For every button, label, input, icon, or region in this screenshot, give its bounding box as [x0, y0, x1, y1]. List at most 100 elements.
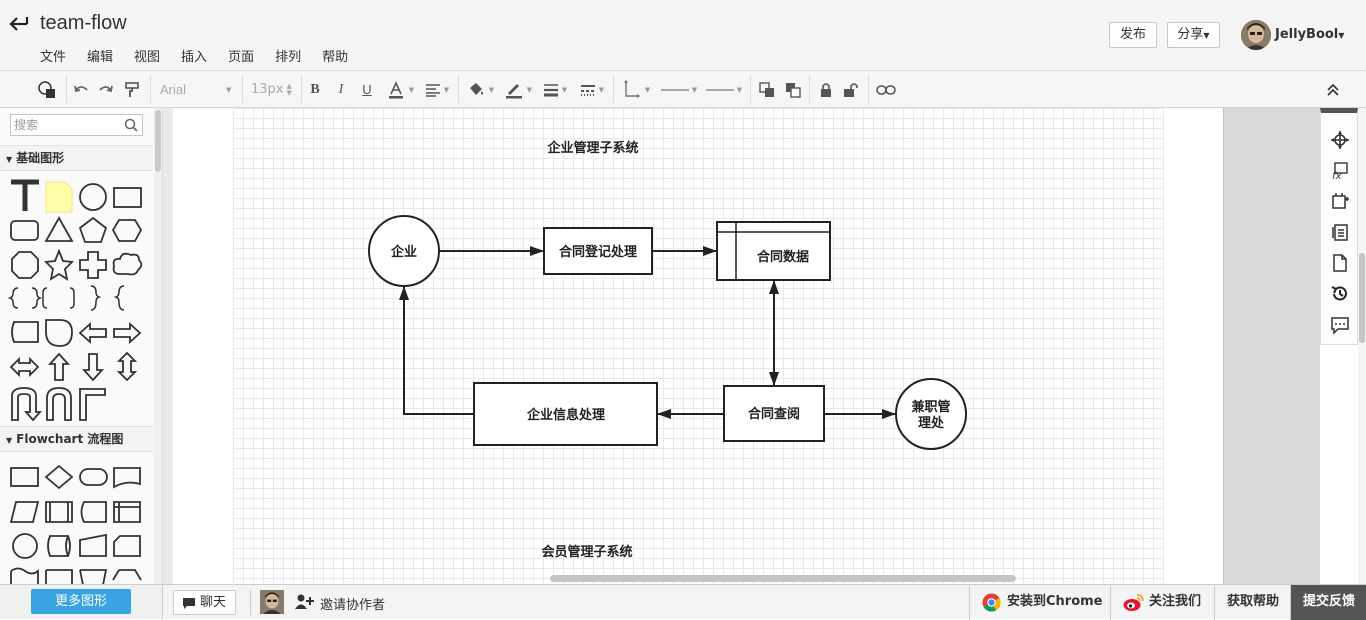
shape-style-icon[interactable] [34, 71, 60, 108]
section-label: 基础图形 [16, 151, 65, 165]
diagram-title-top[interactable]: 企业管理子系统 [546, 140, 638, 156]
follow-us-button[interactable]: 关注我们 [1110, 585, 1214, 620]
node-contract-query[interactable]: 合同查阅 [723, 385, 825, 442]
line-color-icon[interactable]: ▼ [501, 71, 535, 108]
undo-icon[interactable] [70, 71, 92, 108]
bring-front-icon[interactable] [756, 71, 778, 108]
chat-button[interactable]: 聊天 [173, 590, 236, 615]
menu-edit[interactable]: 编辑 [87, 50, 114, 65]
sidebar-scrollbar[interactable] [154, 108, 162, 584]
right-scrollbar[interactable] [1358, 108, 1366, 584]
collapse-toolbar-icon[interactable] [1322, 71, 1344, 108]
publish-button[interactable]: 发布 [1109, 22, 1157, 48]
menu-bar: 文件 编辑 视图 插入 页面 排列 帮助 [40, 46, 369, 65]
line-end-icon[interactable]: ▼ [705, 85, 743, 94]
font-family-select[interactable]: Arial▼ [156, 71, 238, 108]
document-title[interactable]: team-flow [40, 12, 127, 34]
node-enterprise[interactable]: 企业 [368, 215, 440, 287]
footer-divider [250, 590, 251, 615]
font-size-stepper[interactable]: 13px▲▼ [248, 71, 298, 108]
chevron-down-icon: ▼ [226, 85, 232, 94]
menu-help[interactable]: 帮助 [322, 50, 349, 65]
canvas-area[interactable]: 企业管理子系统 会员管理子系统 企业 合同登记处理 合同数据 企业信息处理 合同… [163, 108, 1320, 584]
line-dash-icon[interactable]: ▼ [580, 84, 605, 96]
page-layout-icon[interactable] [1330, 191, 1350, 211]
canvas-grid[interactable] [233, 108, 1164, 584]
paper-tape-icon [10, 567, 39, 584]
submit-feedback-button[interactable]: 提交反馈 [1290, 585, 1366, 620]
share-button[interactable]: 分享▼ [1167, 22, 1220, 48]
search-icon[interactable] [124, 118, 138, 132]
chrome-label: 安装到Chrome [1007, 594, 1103, 609]
node-contract-register-label: 合同登记处理 [559, 244, 637, 260]
note-shape-icon [45, 181, 73, 213]
corner-shape-icon [79, 388, 106, 421]
footer-bar: 聊天 邀请协作者 安装到Chrome [163, 584, 1366, 620]
line-start-icon[interactable]: ▼ [660, 85, 698, 94]
user-name: JellyBool [1275, 27, 1339, 42]
menu-insert[interactable]: 插入 [181, 50, 208, 65]
menu-file[interactable]: 文件 [40, 50, 67, 65]
menu-arrange[interactable]: 排列 [275, 50, 302, 65]
share-label: 分享 [1177, 27, 1204, 42]
basic-shapes-palette[interactable] [0, 176, 153, 421]
node-contract-register[interactable]: 合同登记处理 [543, 227, 653, 275]
lock-icon[interactable] [816, 71, 836, 108]
section-flowchart[interactable]: ▼Flowchart 流程图 [0, 426, 153, 452]
chevron-down-icon: ▼ [1338, 31, 1345, 40]
invite-collaborator-button[interactable]: 邀请协作者 [295, 594, 385, 613]
bold-icon[interactable]: B [310, 81, 320, 97]
data-shape-icon [9, 501, 40, 523]
more-shapes-button[interactable]: 更多图形 [31, 589, 131, 614]
sidebar-footer: 更多图形 [0, 584, 163, 619]
flowchart-shapes-palette[interactable] [0, 460, 153, 584]
pages-icon[interactable] [1330, 222, 1350, 242]
document-icon[interactable] [1330, 253, 1350, 273]
node-enterprise-info[interactable]: 企业信息处理 [473, 382, 658, 446]
comment-icon[interactable] [1330, 315, 1350, 335]
collaborator-avatar[interactable] [260, 590, 284, 614]
user-menu[interactable]: JellyBool▼ [1275, 27, 1344, 42]
invite-label: 邀请协作者 [320, 598, 386, 613]
toolbar-divider [809, 75, 810, 103]
sidebar-scrollbar-thumb[interactable] [155, 110, 161, 172]
toolbar-divider [301, 75, 302, 103]
search-input[interactable] [11, 115, 121, 135]
fill-color-icon[interactable]: ▼ [464, 71, 496, 108]
get-help-button[interactable]: 获取帮助 [1214, 585, 1290, 620]
history-icon[interactable] [1330, 284, 1350, 304]
section-basic-shapes[interactable]: ▼基础图形 [0, 145, 153, 171]
format-painter-icon[interactable] [120, 71, 144, 108]
canvas-page[interactable] [173, 108, 1223, 584]
formula-icon[interactable]: fx [1330, 161, 1350, 181]
link-icon[interactable] [874, 71, 898, 108]
menu-view[interactable]: 视图 [134, 50, 161, 65]
node-contract-data[interactable]: 合同数据 [716, 221, 831, 281]
user-avatar[interactable] [1241, 20, 1271, 50]
diagram-svg[interactable]: 企业管理子系统 会员管理子系统 企业 合同登记处理 合同数据 企业信息处理 合同… [163, 108, 1223, 584]
node-parttime[interactable]: 兼职管 理处 [895, 378, 967, 450]
send-back-icon[interactable] [782, 71, 804, 108]
rounded-rectangle-shape-icon [10, 220, 39, 241]
shape-search[interactable] [10, 114, 143, 136]
unlock-icon[interactable] [841, 71, 861, 108]
redo-icon[interactable] [95, 71, 117, 108]
back-arrow-icon[interactable] [8, 12, 30, 36]
navigator-icon[interactable] [1330, 130, 1350, 150]
install-chrome-button[interactable]: 安装到Chrome [969, 585, 1110, 620]
avatar-image [1241, 20, 1271, 50]
right-scrollbar-thumb[interactable] [1359, 253, 1365, 343]
edge-info-to-enterprise[interactable] [399, 286, 474, 415]
font-color-icon[interactable]: ▼ [384, 71, 416, 108]
diagram-title-bottom[interactable]: 会员管理子系统 [541, 544, 632, 560]
underline-icon[interactable]: U [362, 82, 372, 97]
toolbar-divider [613, 75, 614, 103]
line-width-icon[interactable]: ▼ [543, 83, 568, 96]
align-icon[interactable]: ▼ [421, 71, 453, 108]
collapse-triangle-icon: ▼ [6, 155, 13, 164]
chrome-logo-icon [982, 593, 1001, 612]
menu-page[interactable]: 页面 [228, 50, 255, 65]
italic-icon[interactable]: I [338, 81, 344, 97]
connector-style-icon[interactable]: ▼ [619, 71, 653, 108]
canvas-horizontal-scrollbar[interactable] [550, 575, 1016, 582]
